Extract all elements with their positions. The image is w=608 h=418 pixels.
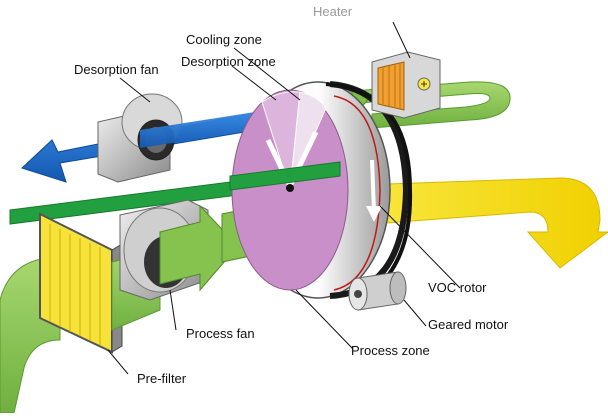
desorption-exhaust-front — [140, 110, 268, 148]
desorption-zone-label: Desorption zone — [181, 54, 276, 69]
desorption-fan-label: Desorption fan — [74, 62, 159, 77]
clean-air-arrow — [359, 177, 608, 269]
pre-filter-label: Pre-filter — [137, 371, 187, 386]
green-band-front — [229, 161, 341, 191]
process-fan-label: Process fan — [186, 326, 255, 341]
heater-icon — [371, 51, 441, 119]
cooling-zone-label: Cooling zone — [186, 32, 262, 47]
voc-rotor-icon — [231, 81, 413, 300]
geared-motor-label: Geared motor — [428, 317, 509, 332]
geared-motor-icon — [348, 271, 407, 311]
heater-label: Heater — [313, 4, 353, 19]
voc-rotor-label: VOC rotor — [428, 280, 487, 295]
process-zone-label: Process zone — [351, 343, 430, 358]
leader-lines — [107, 21, 461, 375]
process-arrow-1 — [159, 204, 239, 292]
